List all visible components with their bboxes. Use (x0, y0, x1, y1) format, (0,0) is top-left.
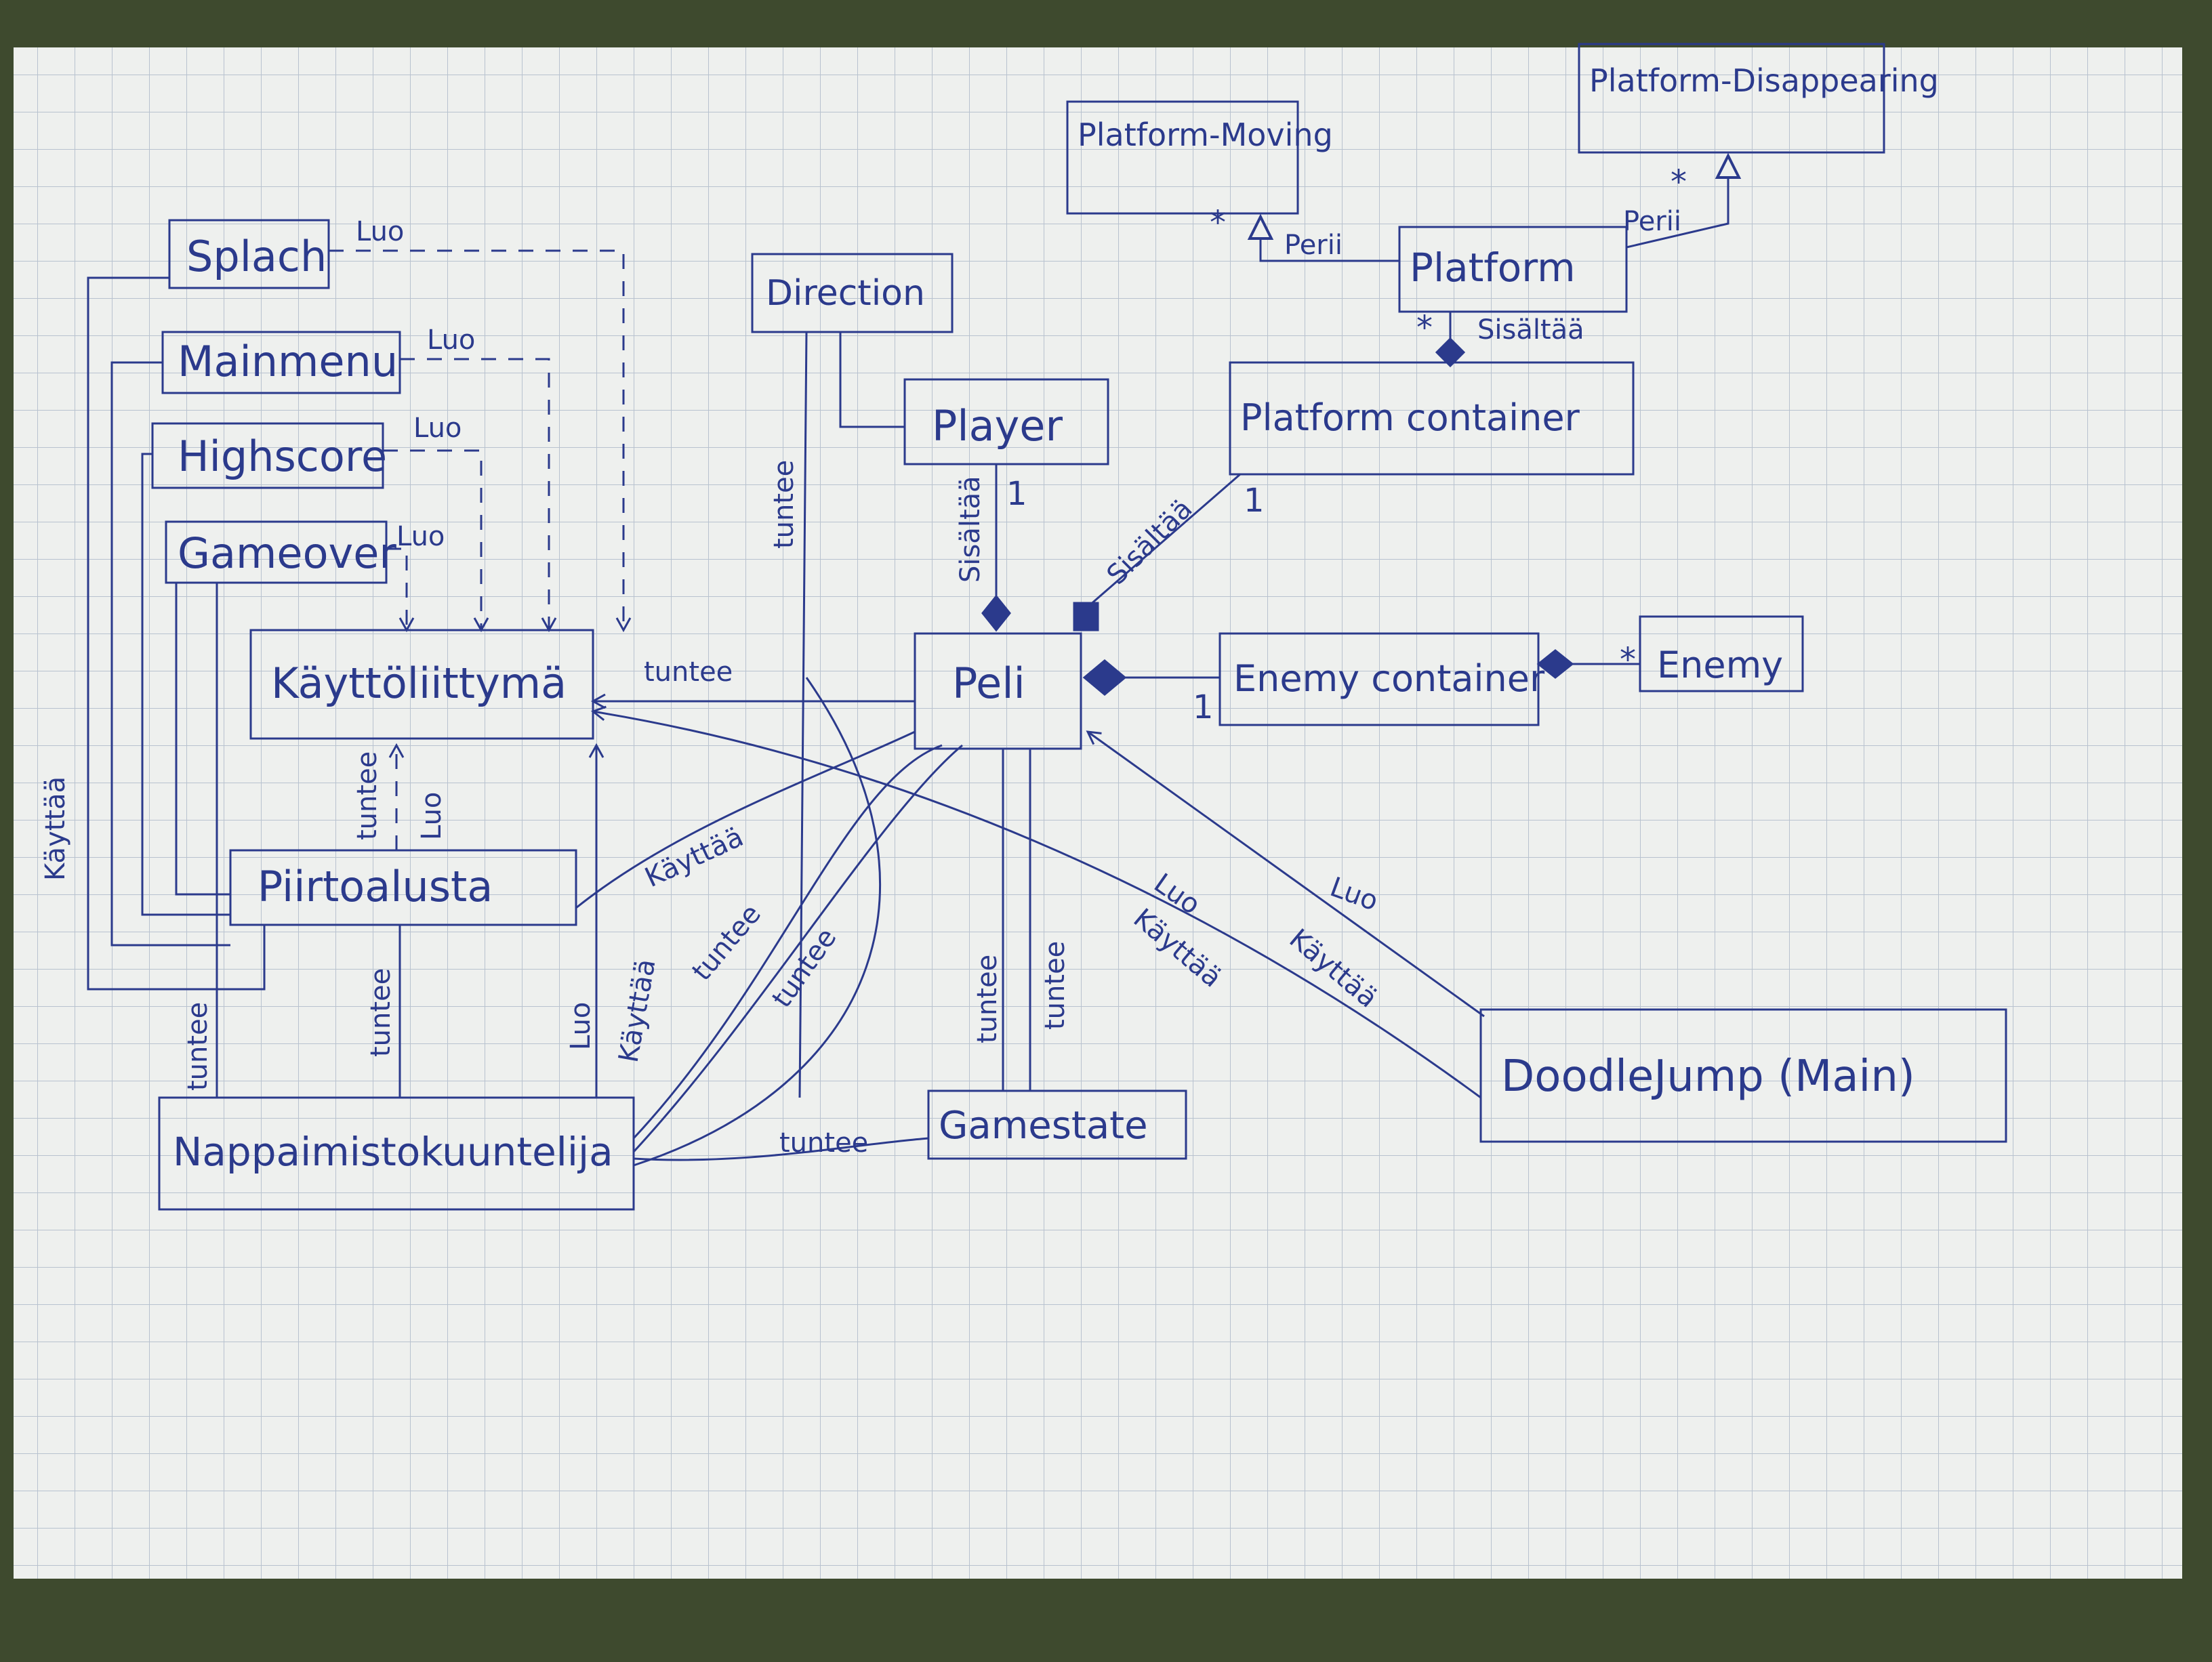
kayttaa-link-doodlejump (590, 705, 1481, 1099)
kayttaa-bracket-highscore (141, 453, 230, 916)
class-player: Player (932, 401, 1063, 451)
class-player-box (903, 378, 1109, 465)
class-direction: Direction (766, 273, 925, 314)
label-luo-gameover: Luo (396, 521, 445, 552)
enemy-diamond (1536, 649, 1574, 679)
mult-enemy-container-1: 1 (1193, 688, 1214, 726)
mult-disappearing-many: * (1671, 163, 1687, 201)
class-enemy: Enemy (1657, 644, 1783, 686)
class-enemy-container-box (1218, 632, 1540, 726)
label-tuntee-gameover: tuntee (182, 1002, 213, 1091)
class-highscore-box (151, 422, 384, 489)
class-enemy-container: Enemy container (1233, 657, 1545, 700)
tuntee-link-direction (798, 331, 808, 1098)
label-luo-splach: Luo (356, 216, 404, 247)
label-peri-disappearing: Perii (1623, 206, 1681, 237)
label-kayttaa-left: Käyttää (40, 776, 71, 881)
luo-link-mainmenu (400, 358, 557, 633)
luo-link-gameover (386, 547, 415, 633)
class-platform-container: Platform container (1240, 396, 1580, 439)
class-platform-disappearing: Platform-Disappearing (1589, 62, 1939, 99)
label-luo-nappaimisto: Luo (565, 1002, 596, 1050)
class-gamestate-box (927, 1089, 1187, 1160)
peri-link-disappearing (1626, 152, 1742, 249)
class-platform-container-box (1229, 361, 1635, 476)
class-splach-box (168, 219, 330, 289)
kayttaa-link-piirtoalusta-peli (575, 730, 916, 909)
class-piirtoalusta-box (229, 849, 577, 926)
paper-grid (14, 47, 2182, 1579)
class-gameover: Gameover (178, 528, 396, 578)
label-tuntee-gamestate-2: tuntee (1040, 941, 1071, 1030)
label-peri-moving: Perii (1284, 230, 1343, 261)
mult-enemy-many: * (1620, 641, 1636, 679)
class-platform-box (1398, 226, 1628, 313)
luo-link-highscore (383, 449, 489, 633)
class-piirtoalusta: Piirtoalusta (258, 862, 493, 911)
sisaltaa-link-platform-container (1084, 473, 1241, 611)
class-mainmenu: Mainmenu (178, 337, 398, 386)
class-peli: Peli (952, 659, 1025, 708)
direction-player-link (839, 332, 905, 428)
kayttaa-bracket-mainmenu (110, 361, 230, 947)
peli-enemy-diamond (1082, 659, 1127, 696)
class-platform: Platform (1410, 245, 1576, 291)
class-splach: Splach (186, 232, 327, 281)
class-doodlejump-box (1479, 1008, 2007, 1143)
class-kayttoliittyma: Käyttöliittymä (271, 659, 567, 708)
label-luo-piirtoalusta: Luo (416, 792, 447, 840)
class-nappaimisto: Nappaimistokuuntelija (173, 1129, 613, 1175)
class-gamestate: Gamestate (939, 1104, 1148, 1148)
class-nappaimisto-box (158, 1096, 635, 1211)
kayttaa-link-nappaimisto-peli (632, 744, 943, 1140)
label-tuntee-direction: tuntee (769, 460, 800, 549)
platform-diamond (1435, 337, 1466, 368)
class-direction-box (751, 253, 954, 333)
label-sisaltaa-platform: Sisältää (1477, 314, 1584, 346)
class-highscore: Highscore (178, 432, 387, 481)
mult-player-1: 1 (1006, 475, 1027, 513)
tuntee-link-nappaimisto-gamestate (633, 1137, 929, 1161)
class-platform-moving: Platform-Moving (1078, 117, 1333, 153)
peri-link-moving (1247, 213, 1399, 262)
label-luo-mainmenu: Luo (427, 325, 475, 356)
class-platform-disappearing-box (1578, 43, 1885, 154)
class-platform-moving-box (1066, 100, 1299, 215)
label-tuntee-gamestate-3: tuntee (779, 1127, 868, 1159)
mult-moving-many: * (1210, 204, 1226, 242)
mult-platform-many: * (1416, 309, 1433, 347)
label-tuntee-piirtoalusta: tuntee (352, 751, 383, 840)
label-luo-highscore: Luo (413, 413, 462, 444)
kayttaa-bracket-left (87, 276, 266, 991)
luo-link-doodlejump-peli (1086, 730, 1485, 1018)
player-diamond (981, 594, 1011, 632)
class-peli-box (914, 632, 1082, 750)
label-sisaltaa-player: Sisältää (955, 476, 986, 583)
class-kayttoliittyma-box (249, 629, 594, 740)
label-tuntee-piirtoalusta-down: tuntee (365, 968, 396, 1057)
tuntee-link-nappaimisto-direction (633, 677, 881, 1167)
label-tuntee-gamestate-1: tuntee (972, 955, 1003, 1043)
class-doodlejump: DoodleJump (Main) (1501, 1052, 1915, 1102)
class-enemy-box (1639, 615, 1804, 692)
label-tuntee-kayttoliittyma: tuntee (644, 657, 733, 688)
class-gameover-box (165, 520, 388, 584)
peli-platform-square (1073, 602, 1099, 631)
kayttaa-bracket-gameover (175, 583, 230, 896)
mult-platform-container-1: 1 (1244, 482, 1265, 520)
luo-link-splach (329, 249, 632, 633)
tuntee-link-nappaimisto-peli (632, 744, 963, 1153)
